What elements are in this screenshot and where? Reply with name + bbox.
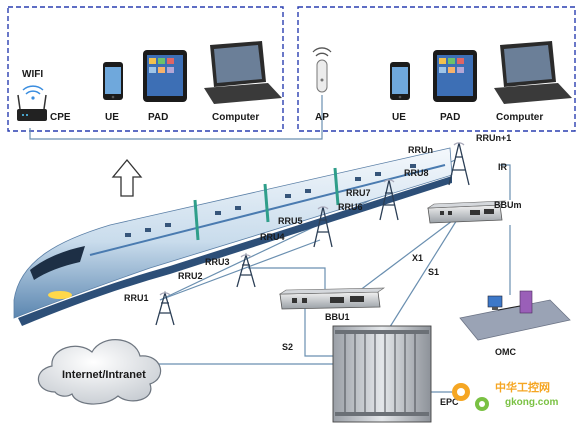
rru8-label: RRU8 xyxy=(404,168,429,178)
right-pad-label: PAD xyxy=(440,112,460,123)
watermark-cn-text: 中华工控网 xyxy=(495,380,550,394)
ue-phone-icon xyxy=(103,62,123,100)
left-ue-label: UE xyxy=(105,112,119,123)
epc-rack-icon xyxy=(333,326,431,422)
cpe-label: CPE xyxy=(50,112,71,123)
left-computer-label: Computer xyxy=(212,112,259,123)
right-pad-tablet-icon xyxy=(433,50,477,102)
rru3-label: RRU3 xyxy=(205,257,230,267)
right-computer-laptop-icon xyxy=(494,41,572,104)
rrun-plus-1-label: RRUn+1 xyxy=(476,133,511,143)
internet-intranet-label: Internet/Intranet xyxy=(62,369,146,381)
omc-label: OMC xyxy=(495,347,516,357)
up-arrow-icon xyxy=(113,160,141,196)
wifi-router-icon xyxy=(17,86,47,121)
rrun-label: RRUn xyxy=(408,145,433,155)
s1-link-label: S1 xyxy=(428,267,439,277)
right-computer-label: Computer xyxy=(496,112,543,123)
right-ue-label: UE xyxy=(392,112,406,123)
ap-access-point-icon xyxy=(313,48,331,92)
gkong-watermark-logo: 中华工控网 gkong.com xyxy=(452,380,558,411)
ap-label: AP xyxy=(315,112,329,123)
s2-link-label: S2 xyxy=(282,342,293,352)
high-speed-train-icon xyxy=(14,148,452,326)
bbum-label: BBUm xyxy=(494,200,522,210)
rru6-label: RRU6 xyxy=(338,202,363,212)
rru1-label: RRU1 xyxy=(124,293,149,303)
pad-tablet-icon xyxy=(143,50,187,102)
x1-link-label: X1 xyxy=(412,253,423,263)
watermark-en-text: gkong.com xyxy=(505,397,558,408)
rru5-label: RRU5 xyxy=(278,216,303,226)
left-pad-label: PAD xyxy=(148,112,168,123)
bbu1-label: BBU1 xyxy=(325,312,350,322)
rru7-label: RRU7 xyxy=(346,188,371,198)
right-ue-phone-icon xyxy=(390,62,410,100)
omc-workstation-icon xyxy=(460,291,570,340)
rru4-label: RRU4 xyxy=(260,232,285,242)
wifi-label: WIFI xyxy=(22,69,43,80)
bbu1-unit-icon xyxy=(280,288,384,309)
ir-link-label: IR xyxy=(498,162,508,172)
rru2-label: RRU2 xyxy=(178,271,203,281)
computer-laptop-icon xyxy=(204,41,282,104)
